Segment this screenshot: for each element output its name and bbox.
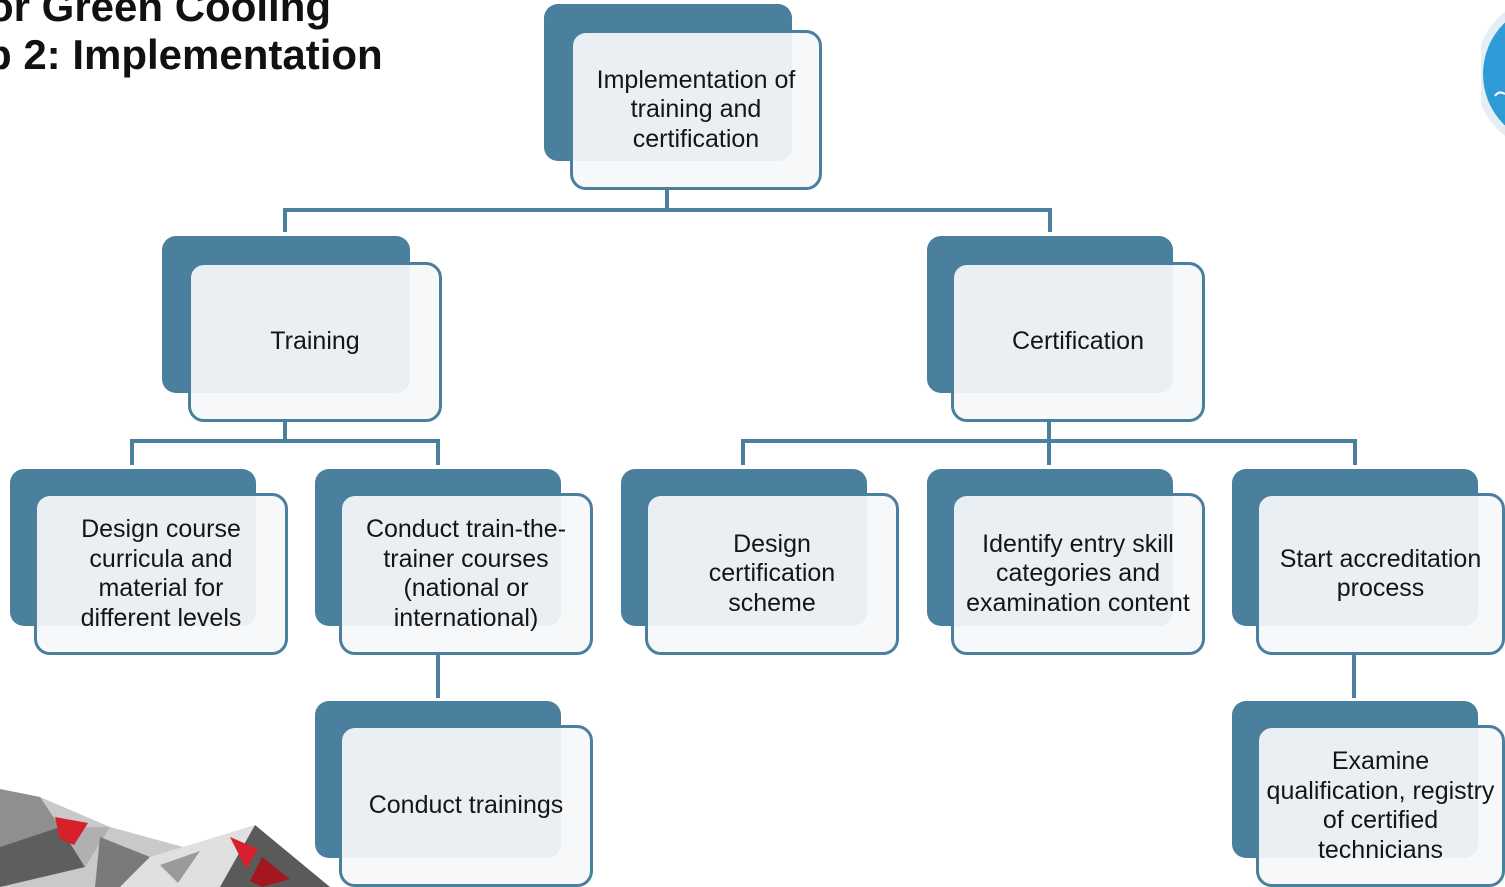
node-train-the-trainer: Conduct train-the-trainer courses (natio…	[315, 469, 593, 655]
node-examine-qualification: Examine qualification, registry of certi…	[1232, 701, 1505, 887]
node-root: Implementation of training and certifica…	[544, 4, 822, 190]
slide-title-line1: or Green Cooling	[0, 0, 332, 30]
node-design-certification-scheme-label: Design certification scheme	[708, 529, 836, 617]
connector-level1-bar	[283, 208, 1052, 212]
connector-training-stem	[283, 418, 287, 442]
node-design-course-curricula-label: Design course curricula and material for…	[80, 515, 242, 632]
node-label-box: Conduct trainings	[339, 725, 593, 887]
node-conduct-trainings-label: Conduct trainings	[368, 791, 564, 820]
node-identify-entry-skill: Identify entry skill categories and exam…	[927, 469, 1205, 655]
node-label-box: Design certification scheme	[645, 493, 899, 655]
connector-train-the-trainer-to-trainings	[436, 652, 440, 698]
node-training-label: Training	[270, 327, 360, 356]
node-label-box: Conduct train-the-trainer courses (natio…	[339, 493, 593, 655]
connector-training-bar	[130, 439, 440, 443]
connector-training-child1-drop	[130, 439, 134, 465]
node-certification-label: Certification	[1012, 327, 1144, 356]
node-examine-qualification-label: Examine qualification, registry of certi…	[1266, 747, 1495, 864]
node-design-certification-scheme: Design certification scheme	[621, 469, 899, 655]
slide-title-line2: p 2: Implementation	[0, 31, 383, 78]
node-label-box: Certification	[951, 262, 1205, 422]
connector-certification-child3-drop	[1353, 439, 1357, 465]
node-design-course-curricula: Design course curricula and material for…	[10, 469, 288, 655]
logo-badge-partial	[1481, 0, 1505, 160]
logo-badge-icon	[1481, 11, 1505, 137]
node-conduct-trainings: Conduct trainings	[315, 701, 593, 887]
node-identify-entry-skill-label: Identify entry skill categories and exam…	[966, 529, 1190, 617]
connector-certification-child1-drop	[741, 439, 745, 465]
node-train-the-trainer-label: Conduct train-the-trainer courses (natio…	[365, 515, 567, 632]
node-root-label: Implementation of training and certifica…	[596, 65, 796, 153]
node-training: Training	[162, 236, 442, 422]
node-start-accreditation: Start accreditation process	[1232, 469, 1505, 655]
node-label-box: Implementation of training and certifica…	[570, 30, 822, 190]
connector-training-child2-drop	[436, 439, 440, 465]
connector-certification-drop	[1048, 208, 1052, 232]
connector-root-stem	[665, 186, 669, 212]
decorative-corner-graphic	[0, 789, 330, 887]
node-label-box: Examine qualification, registry of certi…	[1256, 725, 1505, 887]
connector-training-drop	[283, 208, 287, 232]
node-label-box: Training	[188, 262, 442, 422]
node-label-box: Identify entry skill categories and exam…	[951, 493, 1205, 655]
node-label-box: Start accreditation process	[1256, 493, 1505, 655]
node-certification: Certification	[927, 236, 1205, 422]
connector-certification-child2-drop	[1047, 439, 1051, 465]
connector-accreditation-to-examine	[1352, 652, 1356, 698]
connector-certification-stem	[1047, 418, 1051, 442]
node-start-accreditation-label: Start accreditation process	[1279, 544, 1482, 603]
node-label-box: Design course curricula and material for…	[34, 493, 288, 655]
